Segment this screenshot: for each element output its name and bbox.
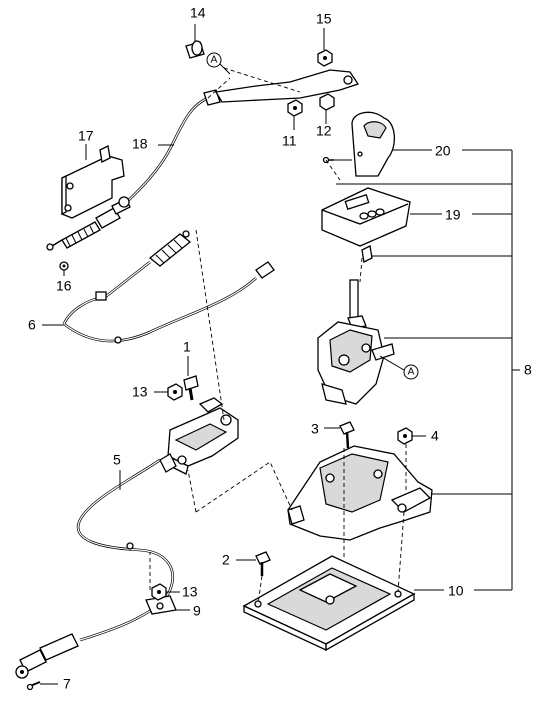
part-13-nut-upper [167, 383, 183, 401]
callout-8: 8 [524, 362, 532, 378]
part-14-bushing [185, 40, 205, 59]
part-18-shift-cable [46, 69, 360, 251]
leader-lines [40, 24, 520, 685]
callout-4: 4 [431, 428, 439, 444]
part-7-pin [26, 681, 41, 691]
part-2-bolt [255, 551, 271, 576]
callout-labels: 14 15 12 11 17 18 20 19 16 6 1 8 13 3 4 … [28, 5, 532, 692]
part-19-indicator-panel [321, 187, 411, 247]
part-3-bolt [339, 421, 355, 449]
callout-11: 11 [282, 133, 297, 149]
callout-20: 20 [435, 143, 451, 159]
callout-13-lower: 13 [182, 584, 198, 600]
reference-mark-a-lever: A [403, 364, 419, 380]
callout-6: 6 [28, 317, 36, 333]
callout-1: 1 [183, 339, 191, 355]
shift-lever-base [287, 445, 433, 541]
reference-mark-a-top: A [206, 52, 222, 68]
callout-19: 19 [445, 207, 461, 223]
callout-9: 9 [193, 603, 201, 619]
part-10-base-plate [242, 555, 416, 652]
callout-18: 18 [132, 136, 148, 152]
callout-15: 15 [316, 11, 332, 27]
reference-mark-a-top-label: A [211, 55, 218, 66]
callout-14: 14 [190, 5, 206, 21]
reference-mark-a-lever-label: A [408, 367, 415, 378]
part-15-nut [317, 49, 333, 67]
part-1-bolt [183, 375, 199, 401]
callout-10: 10 [448, 583, 464, 599]
part-12-nut [319, 93, 335, 111]
panel-clip [361, 245, 373, 263]
part-17-bracket [61, 145, 125, 219]
part-4-nut [397, 427, 413, 445]
callout-13-upper: 13 [132, 384, 148, 400]
part-13-nut-lower [151, 583, 167, 601]
part-16-clip [59, 261, 69, 271]
part-5-cable [15, 458, 174, 679]
cable-bracket-assembly [159, 397, 239, 475]
callout-7: 7 [63, 676, 71, 692]
part-20-shift-knob [322, 111, 395, 177]
callout-3: 3 [311, 421, 319, 437]
part-6-cable [62, 230, 275, 344]
part-11-nut [287, 99, 303, 117]
shift-lever-assembly [317, 279, 395, 405]
assembly-dashed-lines [149, 67, 407, 605]
callout-2: 2 [222, 552, 230, 568]
callout-5: 5 [113, 452, 121, 468]
callout-17: 17 [78, 128, 94, 144]
callout-12: 12 [316, 123, 332, 139]
callout-16: 16 [56, 278, 72, 294]
